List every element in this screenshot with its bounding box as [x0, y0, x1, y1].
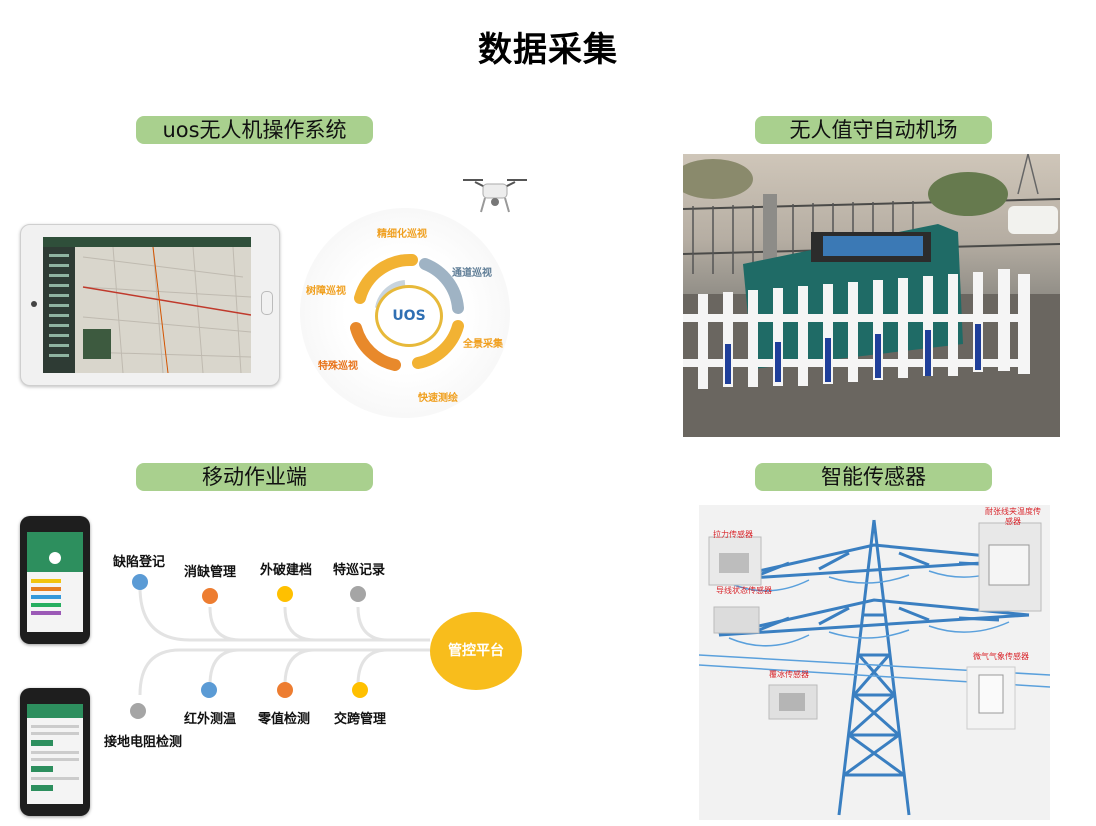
wheel-item: 全景采集	[463, 339, 503, 350]
phone-image-top	[20, 516, 90, 644]
tower-drawing	[699, 519, 1050, 816]
page-title: 数据采集	[478, 30, 618, 70]
section-title-sensor: 智能传感器	[755, 463, 992, 491]
flow-node-dot	[132, 574, 148, 590]
wheel-item: 精细化巡视	[377, 229, 427, 240]
flow-node-label: 交跨管理	[334, 712, 387, 727]
sensor-label: 导线状态传感器	[716, 586, 772, 595]
hub-platform: 管控平台	[430, 612, 522, 690]
section-title-mobile: 移动作业端	[136, 463, 373, 491]
flow-node-dot	[350, 586, 366, 602]
map-lines	[82, 246, 251, 373]
tablet-map-screen	[43, 237, 251, 373]
uos-wheel-arrows	[350, 253, 464, 371]
section-title-uos: uos无人机操作系统	[136, 116, 373, 144]
section-title-airport: 无人值守自动机场	[755, 116, 992, 144]
wheel-item: 通道巡视	[452, 268, 492, 279]
wheel-item: 树障巡视	[306, 286, 346, 297]
flow-node-dot	[352, 682, 368, 698]
flow-node-label: 特巡记录	[333, 563, 386, 578]
airport-scene	[683, 154, 1060, 437]
wheel-item: 快速测绘	[418, 393, 458, 404]
sensor-label: 覆冰传感器	[769, 670, 809, 679]
airport-photo	[683, 154, 1060, 437]
flow-node-label: 接地电阻检测	[104, 735, 183, 750]
flow-node-label: 外破建档	[260, 563, 313, 578]
tablet-image	[20, 224, 280, 386]
flow-node-dot	[202, 588, 218, 604]
flow-node-dot	[277, 586, 293, 602]
flow-node-label: 消缺管理	[184, 565, 237, 580]
flow-node-dot	[130, 703, 146, 719]
flow-node-dot	[277, 682, 293, 698]
flow-node-label: 缺陷登记	[113, 555, 166, 570]
flow-node-label: 红外测温	[184, 712, 237, 727]
wheel-item: 特殊巡视	[318, 361, 358, 372]
tower-sensor-image: 拉力传感器 耐张线夹温度传感器 导线状态传感器 覆冰传感器 微气气象传感器	[699, 505, 1050, 820]
uos-center-label: UOS	[375, 285, 443, 347]
phone-image-bottom	[20, 688, 90, 816]
flow-node-label: 零值检测	[258, 712, 311, 727]
sensor-label: 拉力传感器	[713, 530, 753, 539]
flow-lines	[138, 586, 430, 695]
flow-node-dot	[201, 682, 217, 698]
sensor-label: 微气气象传感器	[973, 652, 1029, 661]
drone-image	[463, 179, 527, 213]
sensor-label: 耐张线夹温度传感器	[985, 507, 1041, 526]
